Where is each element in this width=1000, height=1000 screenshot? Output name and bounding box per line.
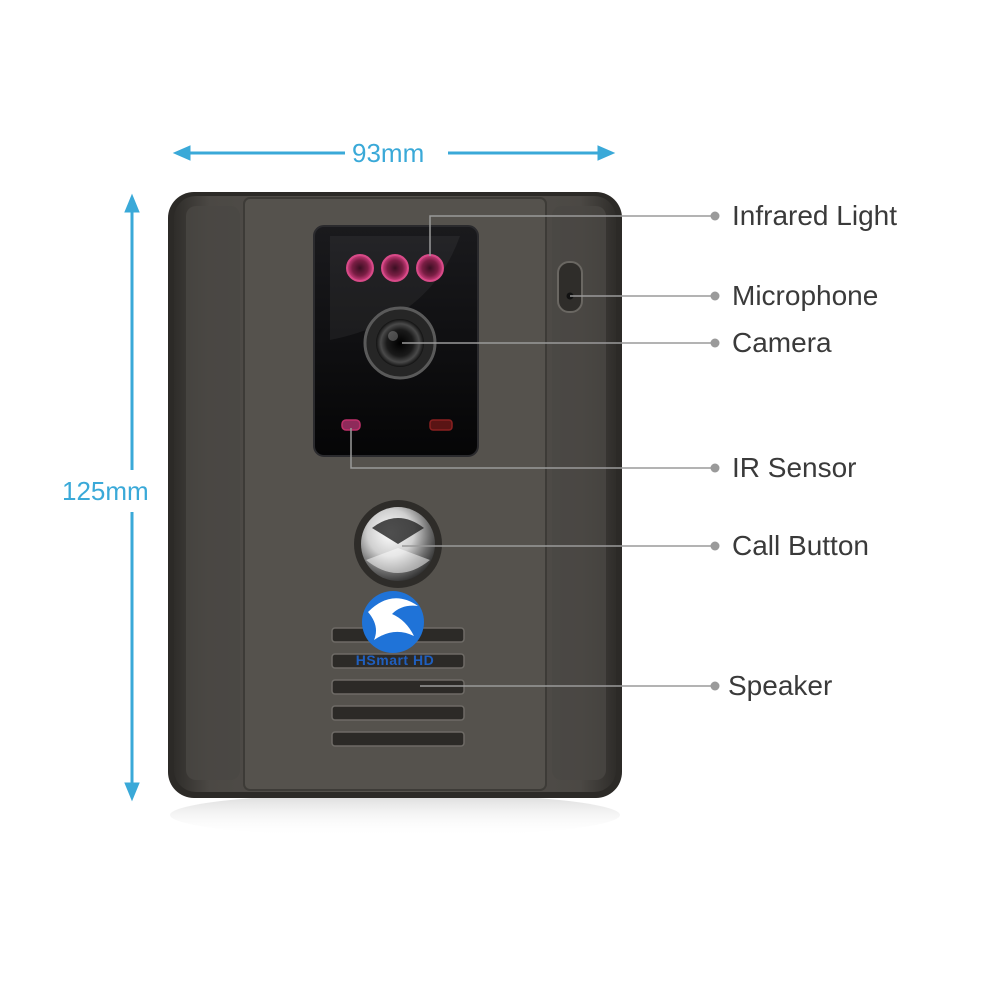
height-dimension-arrow	[124, 193, 140, 802]
ir-sensors	[341, 419, 453, 431]
logo-icon	[362, 591, 424, 653]
height-dimension-label: 125mm	[62, 476, 149, 506]
callout-call-button: Call Button	[732, 530, 869, 561]
width-dimension-label: 93mm	[352, 138, 425, 168]
callout-microphone: Microphone	[732, 280, 879, 311]
logo-text: HSmart HD	[355, 652, 435, 668]
callout-ir-sensor: IR Sensor	[732, 452, 857, 483]
call-button-icon	[354, 500, 442, 588]
camera-lens-icon	[363, 306, 437, 380]
callout-lines	[350, 211, 720, 691]
microphone-slot	[557, 261, 583, 313]
device-shadow	[170, 793, 620, 837]
speaker-grille	[331, 627, 465, 747]
callout-speaker: Speaker	[728, 670, 833, 701]
infrared-leds	[346, 254, 444, 282]
width-dimension-arrow	[172, 145, 616, 161]
callout-camera: Camera	[732, 327, 832, 358]
callout-infrared-light: Infrared Light	[732, 200, 897, 231]
